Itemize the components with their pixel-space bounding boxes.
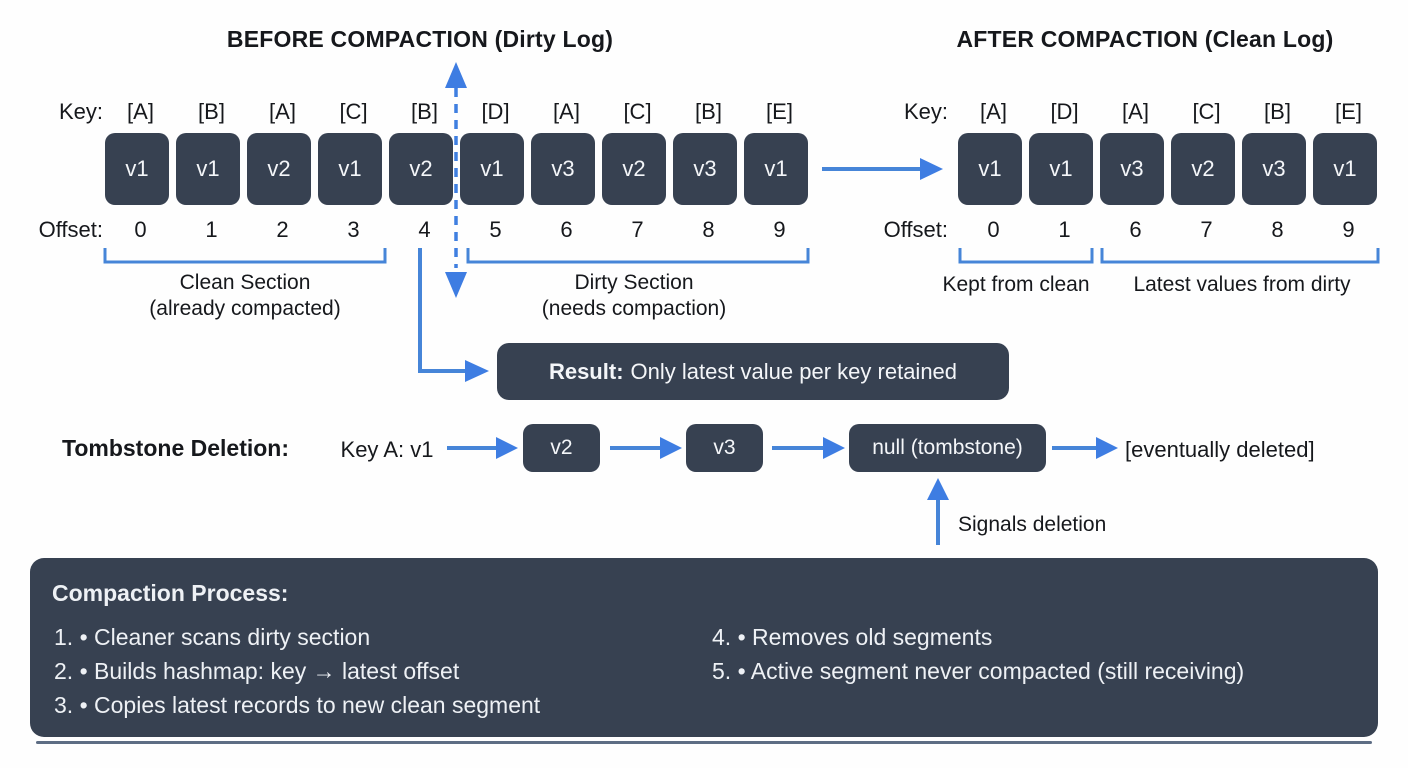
log-segment-box: v2	[247, 133, 311, 205]
key-cell: [C]	[339, 99, 368, 124]
key-cell: [A]	[553, 99, 580, 124]
clean-section-line1: Clean Section	[179, 271, 311, 294]
log-segment-box: v2	[389, 133, 453, 205]
key-cell: [A]	[269, 99, 296, 124]
result-callout: Result: Only latest value per key retain…	[497, 343, 1009, 400]
dirty-section-line1: Dirty Section	[574, 271, 694, 294]
before-offset-label: Offset:	[38, 217, 103, 242]
key-cell: [B]	[695, 99, 722, 124]
key-cell: [C]	[1192, 99, 1221, 124]
kept-from-clean-bracket	[958, 248, 1094, 264]
key-cell: [D]	[1050, 99, 1079, 124]
clean-section-bracket	[103, 248, 387, 264]
dirty-section-label: Dirty Section (needs compaction)	[460, 270, 808, 322]
key-cell: [B]	[411, 99, 438, 124]
offset-cell: 5	[489, 217, 502, 242]
process-item-3: 3. • Copies latest records to new clean …	[54, 692, 541, 718]
log-segment-box: v2	[602, 133, 666, 205]
key-cell: [C]	[623, 99, 652, 124]
process-item-1: 1. • Cleaner scans dirty section	[54, 624, 371, 650]
key-cell: [E]	[1335, 99, 1362, 124]
result-prefix: Result:	[548, 358, 624, 384]
result-text: Only latest value per key retained	[630, 358, 958, 384]
log-segment-box: v1	[958, 133, 1022, 205]
log-segment-box: v3	[531, 133, 595, 205]
log-segment-box: v1	[318, 133, 382, 205]
after-compaction-title: AFTER COMPACTION (Clean Log)	[956, 26, 1334, 52]
before-compaction-title: BEFORE COMPACTION (Dirty Log)	[226, 26, 614, 52]
offset-cell: 3	[347, 217, 360, 242]
before-key-row: [A] [B] [A] [C] [B] [D] [A] [C] [B] [E]	[105, 99, 815, 125]
offset-cell: 1	[1058, 217, 1071, 242]
process-item-5: 5. • Active segment never compacted (sti…	[712, 658, 1245, 684]
key-cell: [E]	[766, 99, 793, 124]
offset-cell: 4	[418, 217, 431, 242]
tombstone-arrow-1	[447, 437, 518, 459]
offset-cell: 6	[560, 217, 573, 242]
log-segment-box: v1	[460, 133, 524, 205]
eventually-deleted-label: [eventually deleted]	[1125, 437, 1315, 462]
key-cell: [A]	[980, 99, 1007, 124]
offset-cell: 8	[702, 217, 715, 242]
log-segment-box: v3	[673, 133, 737, 205]
clean-section-label: Clean Section (already compacted)	[105, 270, 385, 322]
after-key-row: [A] [D] [A] [C] [B] [E]	[958, 99, 1384, 125]
signals-deletion-label: Signals deletion	[958, 513, 1107, 536]
log-segment-box: v1	[1029, 133, 1093, 205]
offset-cell: 7	[1200, 217, 1213, 242]
log-segment-box: v2	[1171, 133, 1235, 205]
before-key-label: Key:	[58, 99, 103, 124]
clean-section-line2: (already compacted)	[149, 297, 341, 320]
key-cell: [B]	[198, 99, 225, 124]
before-segment-row: v1 v1 v2 v1 v2 v1 v3 v2 v3 v1	[105, 133, 808, 205]
tombstone-deletion-title: Tombstone Deletion:	[62, 435, 290, 461]
offset-cell: 7	[631, 217, 644, 242]
tombstone-start-value: Key A: v1	[340, 437, 434, 462]
offset-cell: 0	[987, 217, 1000, 242]
process-list-left: 1. • Cleaner scans dirty section 2. • Bu…	[54, 620, 540, 722]
log-segment-box: v3	[1100, 133, 1164, 205]
key-cell: [A]	[1122, 99, 1149, 124]
tombstone-step-box: v2	[523, 424, 600, 472]
before-offset-row: 0 1 2 3 4 5 6 7 8 9	[105, 217, 815, 243]
key-cell: [D]	[481, 99, 510, 124]
log-segment-box: v3	[1242, 133, 1306, 205]
before-after-arrow	[822, 158, 943, 180]
tombstone-step-box: v3	[686, 424, 763, 472]
latest-from-dirty-label: Latest values from dirty	[1133, 273, 1351, 296]
after-key-label: Key:	[903, 99, 948, 124]
after-offset-label: Offset:	[883, 217, 948, 242]
log-segment-box: v1	[176, 133, 240, 205]
offset-cell: 9	[1342, 217, 1355, 242]
tombstone-arrow-2	[610, 437, 682, 459]
process-item-2: 2. • Builds hashmap: key → latest offset	[54, 658, 460, 684]
log-segment-box: v1	[744, 133, 808, 205]
compaction-process-panel: Compaction Process: 1. • Cleaner scans d…	[30, 558, 1378, 737]
offset-cell: 6	[1129, 217, 1142, 242]
offset-cell: 1	[205, 217, 218, 242]
process-item-4: 4. • Removes old segments	[712, 624, 993, 650]
process-list-right: 4. • Removes old segments 5. • Active se…	[712, 620, 1244, 688]
after-segment-row: v1 v1 v3 v2 v3 v1	[958, 133, 1377, 205]
offset-cell: 8	[1271, 217, 1284, 242]
key-cell: [B]	[1264, 99, 1291, 124]
latest-from-dirty-bracket	[1100, 248, 1380, 264]
divider-up-arrowhead	[445, 62, 467, 88]
offset-cell: 0	[134, 217, 147, 242]
dirty-section-bracket	[466, 248, 810, 264]
after-offset-row: 0 1 6 7 8 9	[958, 217, 1384, 243]
tombstone-arrow-4	[1052, 437, 1118, 459]
panel-shadow	[36, 741, 1372, 744]
log-segment-box: v1	[1313, 133, 1377, 205]
signals-deletion-arrow	[927, 478, 949, 545]
offset-cell: 2	[276, 217, 289, 242]
offset-cell: 9	[773, 217, 786, 242]
key-cell: [A]	[127, 99, 154, 124]
kept-from-clean-label: Kept from clean	[942, 273, 1090, 296]
dirty-section-line2: (needs compaction)	[541, 297, 727, 320]
tombstone-arrow-3	[772, 437, 845, 459]
log-segment-box: v1	[105, 133, 169, 205]
compaction-process-title: Compaction Process:	[52, 580, 289, 606]
tombstone-null-box: null (tombstone)	[849, 424, 1046, 472]
